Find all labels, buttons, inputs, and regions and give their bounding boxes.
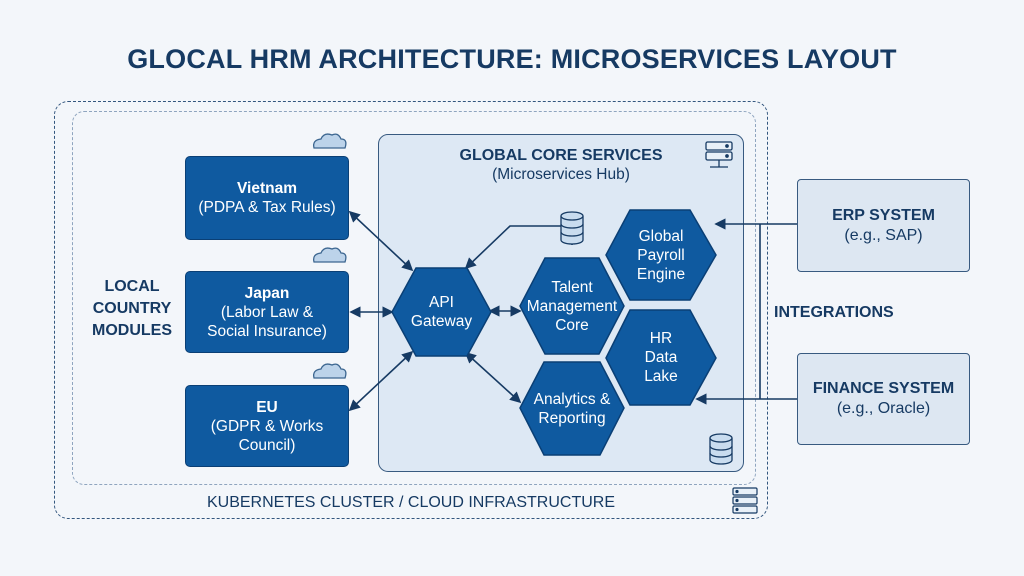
cloud-icon <box>313 133 347 149</box>
erp-system-detail: (e.g., SAP) <box>844 226 923 244</box>
cloud-icons <box>313 133 347 379</box>
database-icon <box>560 211 584 245</box>
core-services-subtitle: (Microservices Hub) <box>492 166 630 183</box>
country-module-japan[interactable]: Japan (Labor Law & Social Insurance) <box>185 271 349 353</box>
server-rack-icon <box>705 141 733 168</box>
cloud-icon <box>313 247 347 263</box>
hr-data-lake-service[interactable]: HR Data Lake <box>644 330 678 385</box>
cloud-icon <box>313 363 347 379</box>
country-detail: (GDPR & Works <box>210 417 324 435</box>
finance-system-box[interactable]: FINANCE SYSTEM (e.g., Oracle) <box>797 353 970 445</box>
analytics-reporting-service[interactable]: Analytics & Reporting <box>533 390 611 427</box>
kubernetes-cluster-frame <box>54 101 768 519</box>
page-title: GLOCAL HRM ARCHITECTURE: MICROSERVICES L… <box>127 44 897 74</box>
talent-management-service[interactable]: Talent Management Core <box>526 278 618 334</box>
arrow-vietnam-gateway <box>348 210 414 272</box>
country-detail: (PDPA & Tax Rules) <box>198 199 336 216</box>
core-services-title: GLOBAL CORE SERVICES <box>459 147 663 164</box>
country-detail: (Labor Law & <box>220 303 314 321</box>
country-detail: Social Insurance) <box>207 322 327 340</box>
kubernetes-cluster-label: KUBERNETES CLUSTER / CLOUD INFRASTRUCTUR… <box>206 494 616 511</box>
hex-analytics <box>519 361 625 456</box>
erp-system-box[interactable]: ERP SYSTEM (e.g., SAP) <box>797 179 970 272</box>
country-name: Vietnam <box>236 180 298 197</box>
arrow-gateway-analytics <box>464 351 522 404</box>
country-module-eu[interactable]: EU (GDPR & Works Council) <box>185 385 349 467</box>
hex-talent-management <box>519 257 625 355</box>
integrations-label: INTEGRATIONS <box>774 304 894 321</box>
global-payroll-service[interactable]: Global Payroll Engine <box>636 227 686 283</box>
erp-system-name: ERP SYSTEM <box>832 206 935 224</box>
api-gateway-service[interactable]: API Gateway <box>410 294 473 330</box>
database-icon <box>709 433 733 465</box>
country-detail: Council) <box>238 436 296 454</box>
country-name: EU <box>256 398 278 416</box>
connectors <box>348 210 797 412</box>
server-rack-icon <box>732 487 758 514</box>
hex-api-gateway <box>391 267 492 357</box>
finance-system-detail: (e.g., Oracle) <box>836 400 931 417</box>
hex-hr-data-lake <box>605 309 717 406</box>
local-modules-frame <box>72 111 756 485</box>
hex-global-payroll <box>605 209 717 301</box>
service-hexagons <box>391 209 717 456</box>
local-country-modules-label: LOCAL COUNTRY MODULES <box>92 278 172 339</box>
finance-system-name: FINANCE SYSTEM <box>812 380 955 397</box>
country-module-vietnam[interactable]: Vietnam (PDPA & Tax Rules) <box>185 156 349 240</box>
country-name: Japan <box>244 284 290 302</box>
arrow-eu-gateway <box>348 350 414 412</box>
